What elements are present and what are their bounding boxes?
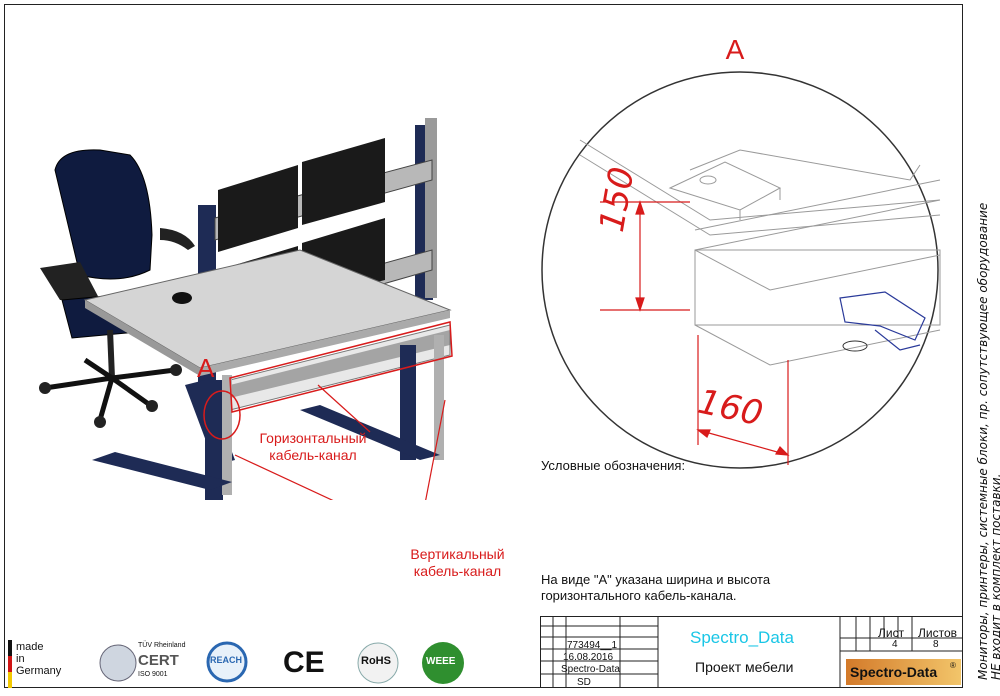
vertical-channel-label-line2: кабель-канал (413, 563, 502, 579)
horizontal-channel-label-line1: Горизонтальный (259, 430, 367, 446)
detail-marker-label: A (197, 353, 215, 383)
workstation-drawing (39, 118, 453, 500)
spectro-logo-text: Spectro-Data (850, 664, 938, 680)
horizontal-channel-label-line2: кабель-канал (269, 447, 357, 463)
side-note: Мониторы, принтеры, системные блоки, пр.… (975, 40, 1000, 680)
doc-date: 16.08.2016 (563, 652, 614, 663)
cert-iso: ISO 9001 (138, 671, 168, 678)
vertical-channel-label-line1: Вертикальный (410, 546, 505, 562)
reach-logo: REACH (205, 640, 249, 684)
weee-text: WEEE (426, 656, 456, 667)
made-in-line3: Germany (16, 665, 62, 677)
reach-text: REACH (210, 655, 243, 665)
weee-logo: WEEE (420, 640, 466, 686)
red-annotations (203, 321, 453, 500)
side-note-text: Мониторы, принтеры, системные блоки, пр.… (976, 203, 1000, 680)
side-note-line2: НЕ входит в комплект поставки. (989, 473, 1000, 680)
doc-number: 773494__1 (567, 640, 618, 651)
vertical-channel-label: Вертикальный кабель-канал (400, 546, 515, 580)
made-in-germany: made in Germany (16, 641, 61, 677)
legend-title: Условные обозначения: (541, 458, 686, 473)
doc-code: SD (577, 677, 591, 688)
cert-small: TÜV Rheinland (138, 642, 186, 649)
made-in-line1: made (16, 641, 44, 653)
brand-name: Spectro_Data (690, 628, 794, 647)
legend-text: На виде "А" указана ширина и высота гори… (541, 572, 771, 603)
cert-main: CERT (138, 652, 179, 669)
sheets-label: Листов (918, 626, 957, 640)
sheets-value: 8 (933, 639, 939, 650)
rohs-text: RoHS (361, 655, 391, 667)
company-small: Spectro-Data (561, 664, 620, 675)
project-title: Проект мебели (695, 659, 794, 675)
horizontal-channel-label: Горизонтальный кабель-канал (248, 430, 378, 464)
title-block-grid (540, 616, 963, 688)
office-chair (39, 149, 195, 428)
detail-view-label: A (725, 34, 745, 65)
rohs-logo: RoHS (354, 640, 402, 686)
made-in-line2: in (16, 653, 25, 665)
sheet-label: Лист (878, 626, 905, 640)
ce-logo: CE (283, 646, 325, 679)
sheet-value: 4 (892, 639, 898, 650)
spectro-logo-reg: ® (950, 661, 956, 670)
cert-logo: TÜV Rheinland CERT ISO 9001 (98, 640, 186, 686)
detail-view-a (541, 71, 941, 469)
drawing-frame (4, 4, 963, 688)
german-flag (8, 640, 12, 688)
spectro-logo: Spectro-Data ® (846, 659, 961, 685)
